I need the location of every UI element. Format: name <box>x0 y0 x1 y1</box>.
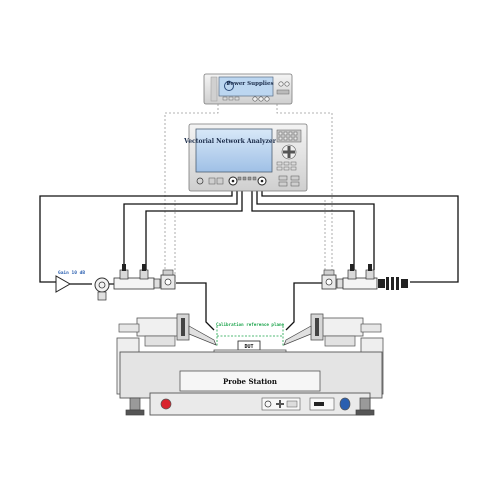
foot-icon <box>125 397 375 416</box>
bias-tee-icon <box>113 264 155 290</box>
cable-right-outer <box>261 190 459 283</box>
power-icon <box>196 177 204 185</box>
cable-left-to-probe <box>176 282 215 331</box>
probe-station-label: Probe Station <box>223 377 277 386</box>
vna-label: Vectorial Network Analyzer <box>183 138 277 145</box>
cable-right-to-probe <box>285 282 322 331</box>
rf-cables <box>39 188 459 331</box>
gain-label: Gain 10 dB <box>58 270 85 276</box>
calibration-label: Calibration reference plane <box>216 322 285 327</box>
bias-tee-icon <box>342 264 378 290</box>
cable-left-outer <box>39 190 233 283</box>
amplifier-icon <box>55 275 72 293</box>
isolator-icon <box>378 277 408 290</box>
cable-right-mid-a <box>256 190 375 270</box>
probe-icon <box>118 313 217 347</box>
connector-icon <box>153 269 176 290</box>
circulator-icon <box>94 277 110 301</box>
knob-icon <box>252 81 290 102</box>
dut-label: DUT <box>244 344 253 350</box>
calibration-reference-plane: Calibration reference plane <box>216 322 285 346</box>
dpad-icon <box>281 144 297 160</box>
bias-line-right-outer <box>276 104 333 278</box>
power-icon <box>264 400 272 408</box>
cable-left-mid-a <box>123 190 238 270</box>
cable-right-mid-b <box>251 188 355 270</box>
power-supplies-label: Power Supplies <box>226 81 273 87</box>
dpad-icon <box>276 400 284 408</box>
left-rf-chain: Gain 10 dB <box>55 264 176 301</box>
right-rf-chain <box>321 264 408 290</box>
power-supplies-screen <box>218 76 274 97</box>
power-supplies-unit: Power Supplies <box>203 73 293 105</box>
red-button <box>160 398 172 410</box>
svg-text:Vectorial Network Analyzer: Vectorial Network Analyzer <box>183 138 277 145</box>
connector-icon <box>321 269 344 290</box>
probe-icon <box>283 313 382 347</box>
cable-left-mid-b <box>145 188 243 270</box>
vna-keypad <box>276 129 302 143</box>
vna-screen <box>195 128 273 173</box>
probe-station: Calibration reference plane DUT Probe St… <box>116 313 384 416</box>
vna-unit: Vectorial Network Analyzer <box>183 123 308 192</box>
